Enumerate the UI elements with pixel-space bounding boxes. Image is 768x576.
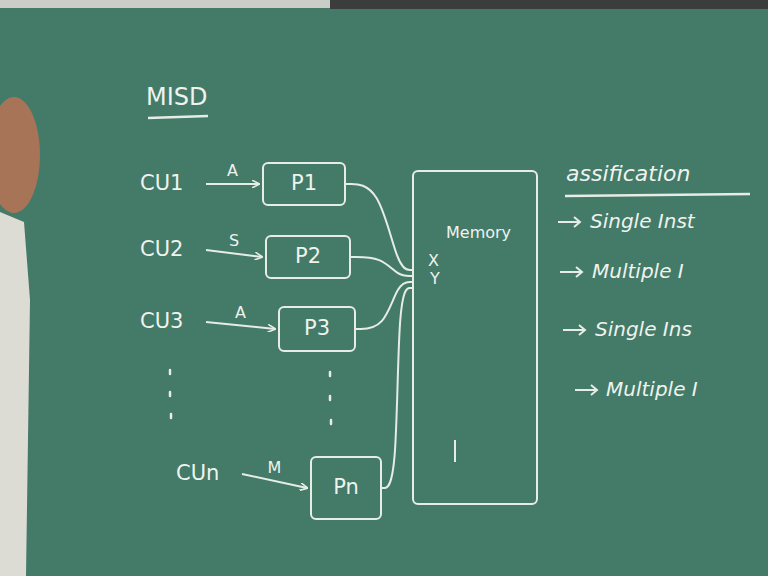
person-head (0, 97, 40, 213)
node-label: P1 (291, 172, 317, 195)
memory-box: MemoryXY (412, 170, 538, 505)
node-label: CU3 (140, 310, 183, 333)
node-label: Pn (333, 476, 359, 499)
instruction-arrow (206, 250, 262, 257)
processor-box: P1 (262, 162, 346, 206)
board-frame (0, 0, 768, 8)
node-label: CUn (176, 462, 219, 485)
node-label: P2 (295, 245, 321, 268)
bus-line (382, 288, 412, 488)
processor-box: P2 (265, 235, 351, 279)
node-label: CU2 (140, 238, 183, 261)
instruction-label: A (235, 304, 246, 322)
instruction-label: S (229, 232, 239, 250)
bus-line (356, 282, 412, 329)
control-unit-label: CU1 (140, 166, 202, 202)
list-item: Multiple I (606, 378, 698, 400)
board-frame (330, 0, 768, 9)
memory-label: Memory (446, 224, 511, 242)
list-item: Multiple I (592, 260, 684, 282)
list-arrows (558, 217, 597, 395)
control-unit-label: CU2 (140, 232, 202, 268)
control-unit-label: CU3 (140, 304, 202, 340)
node-label: CU1 (140, 172, 183, 195)
instruction-label: A (227, 162, 238, 180)
memory-variable: Y (430, 270, 440, 288)
bus-line (351, 257, 412, 276)
chalk-mark (454, 440, 456, 462)
instruction-label: M (268, 459, 282, 477)
list-item: Single Ins (595, 318, 692, 340)
board-title: MISD (146, 84, 208, 110)
heading-underline (565, 194, 750, 196)
processor-box: Pn (310, 456, 382, 520)
list-item: Single Inst (590, 210, 695, 232)
memory-variable: X (428, 252, 439, 270)
person-shirt (0, 212, 30, 576)
node-label: P3 (304, 317, 330, 340)
title-underline (148, 116, 208, 118)
section-heading: assification (566, 162, 690, 186)
instruction-arrow (206, 183, 259, 185)
ellipsis-dots (170, 370, 331, 424)
control-unit-label: CUn (176, 456, 238, 492)
instruction-arrow (206, 322, 275, 329)
processor-box: P3 (278, 306, 356, 352)
